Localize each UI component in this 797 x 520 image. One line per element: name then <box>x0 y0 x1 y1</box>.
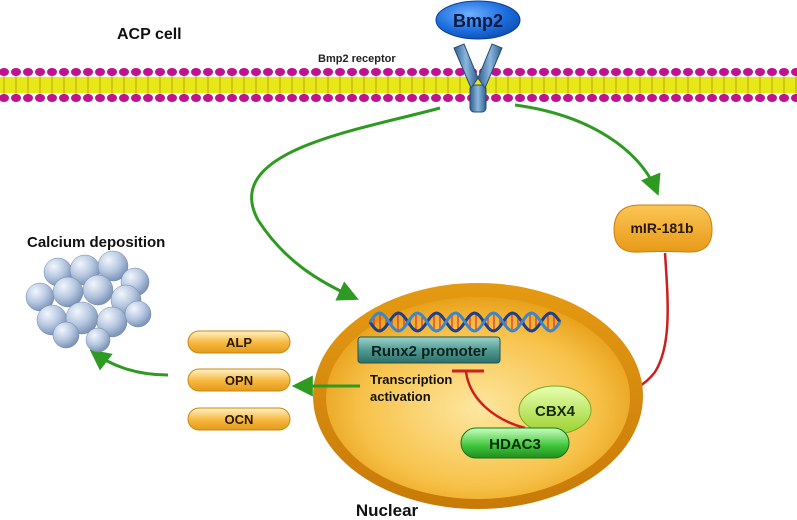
marker-ocn: OCN <box>187 407 291 431</box>
mirna-label: mIR-181b <box>630 220 693 236</box>
marker-alp: ALP <box>187 330 291 354</box>
calcium-label: Calcium deposition <box>27 234 165 251</box>
calcium-cluster <box>25 250 152 353</box>
arrow-to-mirna <box>514 103 661 196</box>
cell-membrane <box>0 68 797 102</box>
mirna-node: mIR-181b <box>613 204 713 253</box>
arrow-to-calcium <box>89 349 169 377</box>
marker-opn-label: OPN <box>225 373 253 388</box>
transcription-label-line1: Transcription <box>370 372 452 387</box>
arrow-to-nucleus <box>250 106 441 301</box>
bmp2-ligand: Bmp2 <box>435 0 521 40</box>
bmp2-receptor <box>453 43 503 113</box>
hdac3-node: HDAC3 <box>460 427 570 459</box>
receptor-label: Bmp2 receptor <box>318 53 396 65</box>
marker-ocn-label: OCN <box>225 412 254 427</box>
runx2-promoter: Runx2 promoter <box>357 336 501 364</box>
cell-label: ACP cell <box>117 26 182 43</box>
hdac3-label: HDAC3 <box>489 436 541 453</box>
inhibit-runx2-line <box>464 371 526 430</box>
cbx4-node: CBX4 <box>518 385 592 435</box>
dna-helix <box>368 311 562 333</box>
runx2-label: Runx2 promoter <box>371 343 487 360</box>
marker-alp-label: ALP <box>226 335 252 350</box>
cbx4-label: CBX4 <box>535 403 576 420</box>
bmp2-label: Bmp2 <box>453 11 503 31</box>
nucleus <box>313 283 643 509</box>
marker-opn: OPN <box>187 368 291 392</box>
nucleus-label: Nuclear <box>356 501 419 520</box>
transcription-label-line2: activation <box>370 389 431 404</box>
